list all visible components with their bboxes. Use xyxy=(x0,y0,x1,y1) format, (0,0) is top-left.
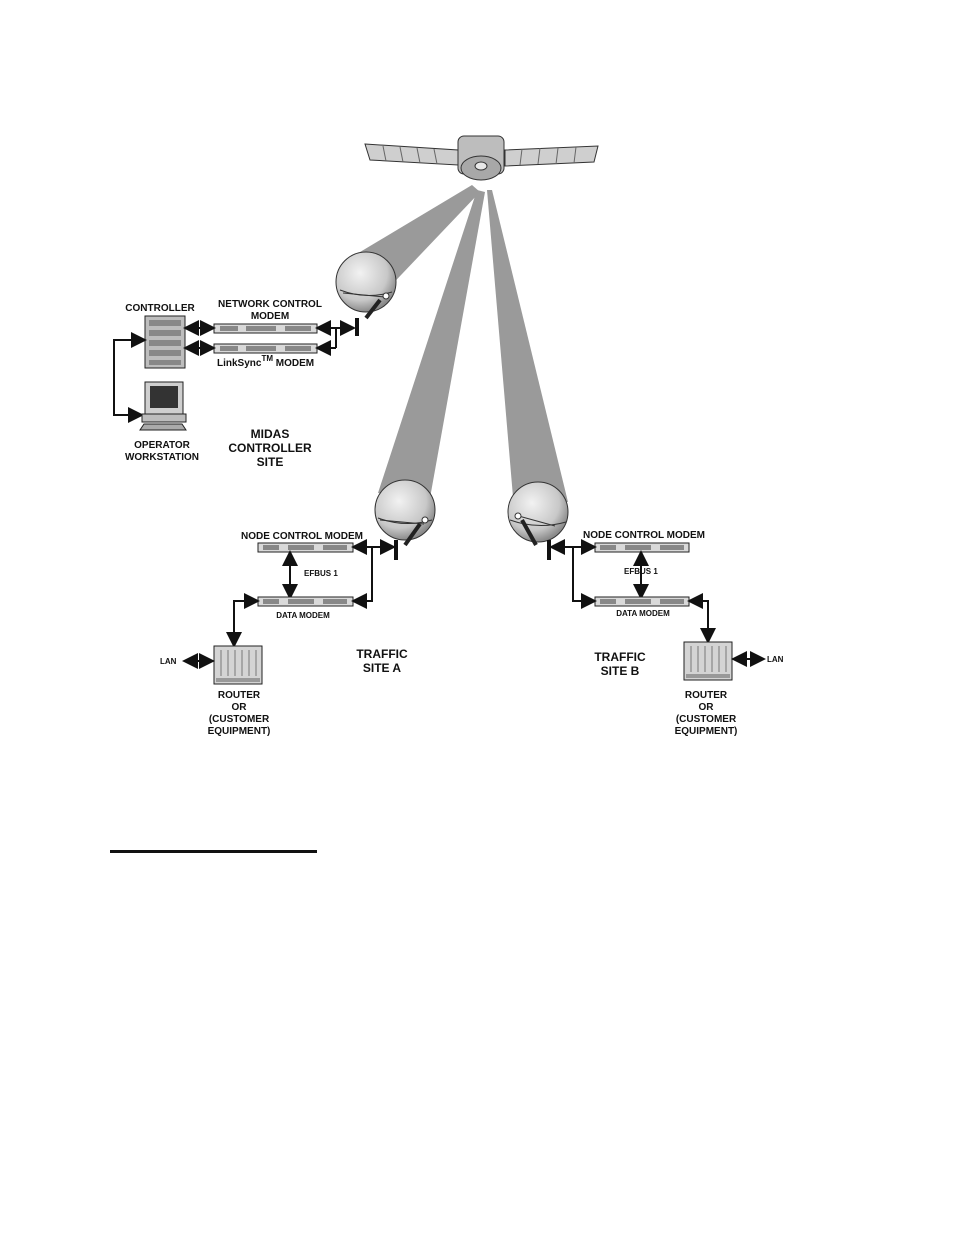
traffic-site-b-label-1: TRAFFIC xyxy=(594,650,646,664)
site-a-lan-label: LAN xyxy=(160,657,177,666)
site-b-router-label-1: ROUTER xyxy=(685,690,728,701)
dish-antenna-icon xyxy=(374,479,436,547)
network-control-modem-label-1: NETWORK CONTROL xyxy=(218,299,322,310)
network-control-modem-label-2: MODEM xyxy=(251,311,289,322)
horizontal-rule xyxy=(110,850,317,853)
operator-workstation-label-1: OPERATOR xyxy=(134,440,191,451)
site-a-router-label-1: ROUTER xyxy=(218,690,261,701)
midas-site-label-3: SITE xyxy=(257,455,284,469)
site-a-node-control-modem-label: NODE CONTROL MODEM xyxy=(241,531,363,542)
site-a-data-modem-label: DATA MODEM xyxy=(276,611,330,620)
site-b-router-label-4: EQUIPMENT) xyxy=(675,726,738,737)
site-b-efbus-label: EFBUS 1 xyxy=(624,567,658,576)
traffic-site-b-label-2: SITE B xyxy=(601,664,640,678)
traffic-site-a-label-2: SITE A xyxy=(363,661,402,675)
modem-icon xyxy=(594,596,690,607)
site-a-efbus-label: EFBUS 1 xyxy=(304,569,338,578)
traffic-site-a-label-1: TRAFFIC xyxy=(356,647,408,661)
dish-antenna-icon xyxy=(507,481,569,546)
beam-site-a xyxy=(378,190,485,498)
site-b-data-modem-label: DATA MODEM xyxy=(616,609,670,618)
modem-icon xyxy=(213,323,318,334)
site-a-router-label-4: EQUIPMENT) xyxy=(208,726,271,737)
site-b-router-label-3: (CUSTOMER xyxy=(676,714,737,725)
dish-antenna-icon xyxy=(335,251,397,320)
beam-site-b xyxy=(487,190,568,502)
modem-icon xyxy=(213,343,318,354)
site-b-node-control-modem-label: NODE CONTROL MODEM xyxy=(583,530,705,541)
modem-icon xyxy=(257,542,354,553)
midas-site-label-1: MIDAS xyxy=(251,427,290,441)
modem-icon xyxy=(257,596,354,607)
midas-site-label-2: CONTROLLER xyxy=(228,441,312,455)
modem-icon xyxy=(594,542,690,553)
router-icon xyxy=(213,645,263,685)
site-b-lan-label: LAN xyxy=(767,655,784,664)
site-a-router-label-3: (CUSTOMER xyxy=(209,714,270,725)
satellite-icon xyxy=(364,135,599,181)
controller-label: CONTROLLER xyxy=(125,303,195,314)
site-a-router-label-2: OR xyxy=(232,702,248,713)
site-b-router-label-2: OR xyxy=(699,702,715,713)
computer-icon xyxy=(139,381,187,431)
operator-workstation-label-2: WORKSTATION xyxy=(125,452,199,463)
router-icon xyxy=(683,641,733,681)
controller-rack-icon xyxy=(144,315,186,369)
linksync-modem-label: LinkSyncTM MODEM xyxy=(217,354,314,369)
